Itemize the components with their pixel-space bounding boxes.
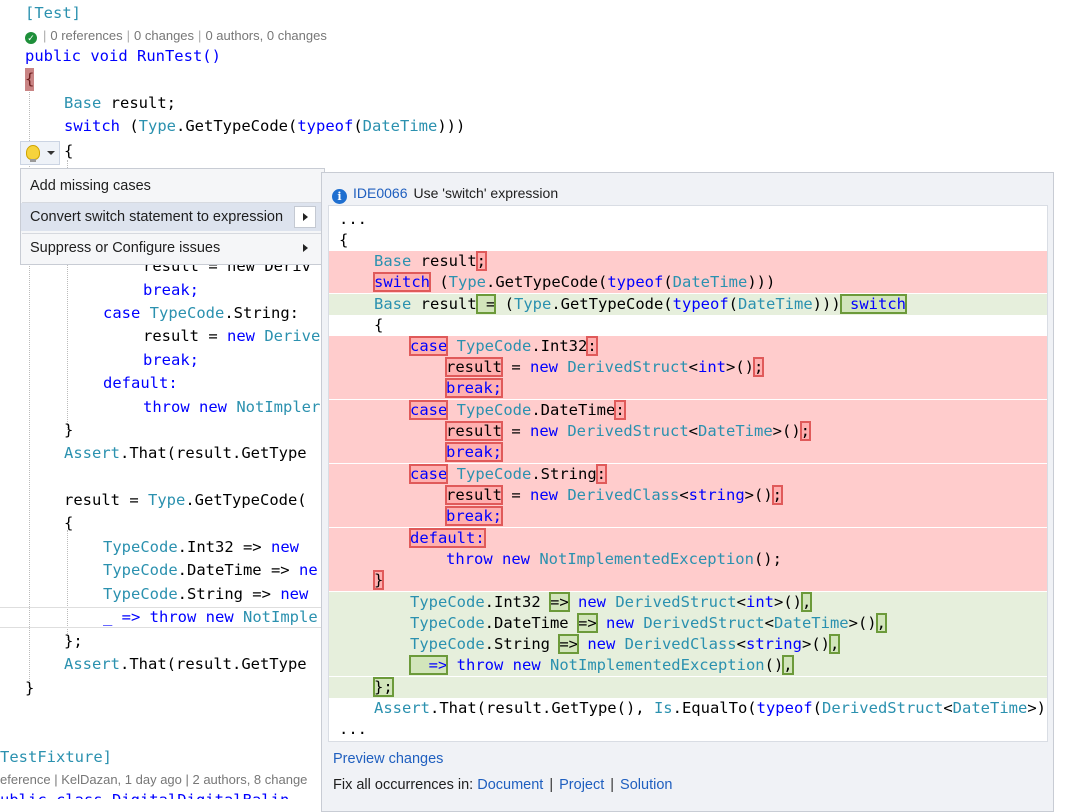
code-line: _ => throw new NotImple (103, 608, 318, 626)
diff-line-removed: case TypeCode.Int32: (329, 336, 1047, 358)
test-attribute: [Test] (25, 4, 81, 22)
menu-item-label: Add missing cases (30, 178, 151, 194)
code-line: TypeCode.String => new (103, 585, 309, 603)
menu-separator (22, 233, 324, 234)
indent-guide (67, 160, 68, 430)
chevron-down-icon (47, 151, 55, 155)
fix-all-document-link[interactable]: Document (477, 777, 544, 793)
quick-actions-menu: Add missing cases Convert switch stateme… (20, 168, 325, 265)
menu-item-add-missing-cases[interactable]: Add missing cases (21, 172, 324, 200)
method-signature: public void RunTest() (25, 47, 221, 65)
diff-line-removed: } (329, 570, 1047, 592)
menu-item-convert-switch[interactable]: Convert switch statement to expression (21, 203, 324, 231)
indent-guide (29, 92, 30, 687)
codelens-changes[interactable]: 0 changes (134, 28, 195, 43)
diff-line-added: TypeCode.DateTime => new DerivedStruct<D… (329, 613, 1047, 635)
code-line: } (64, 421, 74, 439)
code-line: Base result; (64, 94, 176, 112)
preview-panel: i IDE0066 Use 'switch' expression ... { Ba… (321, 172, 1054, 812)
chevron-right-icon (303, 244, 308, 252)
code-line: break; (143, 351, 199, 369)
code-line: { (64, 142, 74, 160)
diff-line-removed: result = new DerivedStruct<int>(); (329, 357, 1047, 379)
menu-separator (22, 202, 324, 203)
diff-line-removed: Base result; (329, 251, 1047, 273)
menu-item-label: Suppress or Configure issues (30, 240, 221, 256)
code-line: throw new NotImpler (143, 398, 321, 416)
diff-line-removed: result = new DerivedClass<string>(); (329, 485, 1047, 507)
diff-line: Assert.That(result.GetType(), Is.EqualTo… (374, 699, 1047, 717)
fix-all-label: Fix all occurrences in: (333, 777, 474, 793)
indent-guide (67, 530, 68, 640)
info-icon: i (332, 189, 347, 204)
code-line: case TypeCode.String: (103, 304, 299, 322)
fix-all-row: Fix all occurrences in: Document|Project… (333, 777, 673, 793)
lightbulb-icon (26, 145, 40, 162)
code-line: result = Type.GetTypeCode( (64, 491, 307, 509)
diagnostic-title: Use 'switch' expression (413, 185, 559, 201)
diff-line-removed: default: (329, 528, 1047, 550)
code-line: Assert.That(result.GetType (64, 444, 307, 462)
check-icon: ✓ (25, 32, 37, 44)
diff-line-added: }; (329, 677, 1047, 699)
preview-header: i IDE0066 Use 'switch' expression (332, 181, 558, 205)
code-line: default: (103, 374, 178, 392)
codelens[interactable]: ✓|0 references|0 changes|0 authors, 0 ch… (25, 28, 327, 44)
diff-line-removed: case TypeCode.String: (329, 464, 1047, 486)
diff-line-removed: break; (329, 378, 1047, 400)
code-line: TypeCode.DateTime => ne (103, 561, 318, 579)
codelens-authors[interactable]: 0 authors, 0 changes (205, 28, 327, 43)
code-line: { (64, 514, 74, 532)
diff-preview: ... { Base result; switch (Type.GetTypeC… (328, 205, 1048, 742)
diff-line-removed: case TypeCode.DateTime: (329, 400, 1047, 422)
current-line-highlight (0, 607, 321, 628)
code-line: TypeCode.Int32 => new (103, 538, 299, 556)
fix-all-solution-link[interactable]: Solution (620, 777, 673, 793)
submenu-button[interactable] (294, 206, 316, 228)
lightbulb-button[interactable] (20, 141, 60, 165)
code-line: ublic class DigitalDigitalBalin (0, 789, 289, 799)
diff-line-removed: throw new NotImplementedException(); (329, 549, 1047, 571)
diff-line-removed: break; (329, 506, 1047, 528)
code-line: break; (143, 281, 199, 299)
code-line: }; (64, 632, 83, 650)
chevron-right-icon (303, 213, 308, 221)
diff-line-added: Base result = (Type.GetTypeCode(typeof(D… (329, 294, 1047, 316)
codelens[interactable]: eference | KelDazan, 1 day ago | 2 autho… (0, 772, 308, 787)
code-line: TestFixture] (0, 748, 112, 766)
diagnostic-id[interactable]: IDE0066 (353, 185, 408, 201)
menu-item-suppress-configure[interactable]: Suppress or Configure issues (21, 234, 324, 262)
diff-line-added: TypeCode.Int32 => new DerivedStruct<int>… (329, 592, 1047, 614)
codelens-references[interactable]: 0 references (50, 28, 123, 43)
diff-line: { (374, 316, 384, 334)
diff-line-removed: break; (329, 442, 1047, 464)
brace-open: { (25, 68, 34, 91)
menu-item-label: Convert switch statement to expression (30, 209, 284, 225)
diff-line-removed: result = new DerivedStruct<DateTime>(); (329, 421, 1047, 443)
fix-all-project-link[interactable]: Project (559, 777, 605, 793)
preview-changes-link[interactable]: Preview changes (333, 751, 444, 767)
diff-line-added: TypeCode.String => new DerivedClass<stri… (329, 634, 1047, 656)
diff-line: { (339, 231, 349, 249)
code-line: Assert.That(result.GetType (64, 655, 307, 673)
code-line: } (25, 679, 35, 697)
diff-line: ... (339, 720, 367, 738)
code-line: switch (Type.GetTypeCode(typeof(DateTime… (64, 117, 466, 135)
diff-line-removed: switch (Type.GetTypeCode(typeof(DateTime… (329, 272, 1047, 294)
code-line: result = new Derive (143, 327, 321, 345)
diff-line-added: _ => throw new NotImplementedException()… (329, 655, 1047, 677)
diff-line: ... (339, 210, 367, 228)
